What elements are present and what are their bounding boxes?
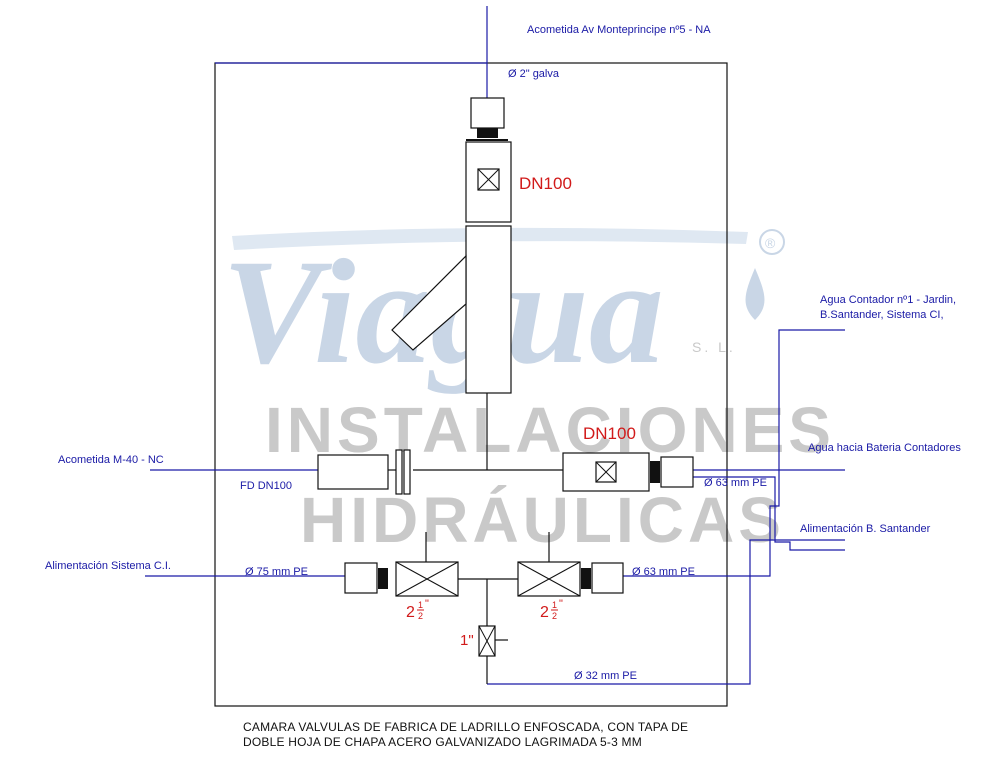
right-coupling xyxy=(660,456,694,488)
water-drop-icon xyxy=(745,268,765,320)
label-top-pipe: Ø 2" galva xyxy=(508,68,560,80)
blue-labels: Acometida Av Monteprincipe nº5 - NA Ø 2"… xyxy=(45,24,961,682)
label-left-ci: Alimentación Sistema C.I. xyxy=(45,560,171,572)
valve-left-size-inch: " xyxy=(425,598,429,610)
main-row-assembly xyxy=(317,449,694,495)
watermark: Viagua ® S. L. INSTALACIONES HIDRÁULICAS xyxy=(222,227,835,556)
lower-left-joint xyxy=(378,568,388,589)
valve-right-size-den: 2 xyxy=(552,611,557,621)
label-pe75: Ø 75 mm PE xyxy=(245,566,308,578)
label-dn100-right: DN100 xyxy=(583,424,636,443)
flange-right xyxy=(403,449,411,495)
valve-left-size-num: 1 xyxy=(418,600,423,610)
y-strainer-body xyxy=(465,225,512,394)
right-coupling-joint xyxy=(650,461,660,483)
watermark-registered: ® xyxy=(765,235,776,251)
flange-left xyxy=(395,449,403,495)
label-one-inch: 1" xyxy=(460,632,474,649)
top-valve-dn100 xyxy=(465,141,512,223)
y-strainer-branch xyxy=(391,254,467,351)
blue-pipes xyxy=(145,6,845,685)
label-right-santander: Alimentación B. Santander xyxy=(800,523,931,535)
red-labels: DN100 DN100 2 1 2 " 2 1 2 " 1" xyxy=(406,174,636,649)
caption-line1: CAMARA VALVULAS DE FABRICA DE LADRILLO E… xyxy=(243,720,688,734)
top-coupling-joint xyxy=(477,128,498,138)
valve-right-size-num: 1 xyxy=(552,600,557,610)
right-santander-pipe xyxy=(693,476,845,551)
valve-left-size-whole: 2 xyxy=(406,604,415,621)
label-dn100-top: DN100 xyxy=(519,174,572,193)
caption-line2: DOBLE HOJA DE CHAPA ACERO GALVANIZADO LA… xyxy=(243,735,642,749)
fd-dn100-meter xyxy=(317,454,389,490)
lower-right-coupling xyxy=(591,562,624,594)
label-left-supply: Acometida M-40 - NC xyxy=(58,454,164,466)
label-right-battery: Agua hacia Bateria Contadores xyxy=(808,442,961,454)
top-assembly xyxy=(391,97,512,394)
pe32-pipe xyxy=(487,539,845,685)
label-pe63-lower: Ø 63 mm PE xyxy=(632,566,695,578)
valve-right-size-whole: 2 xyxy=(540,604,549,621)
lower-right-joint xyxy=(581,568,591,589)
valve-right-size-inch: " xyxy=(559,598,563,610)
valve-left-size-den: 2 xyxy=(418,611,423,621)
top-coupling xyxy=(470,97,505,129)
watermark-line1: INSTALACIONES xyxy=(265,394,835,466)
caption: CAMARA VALVULAS DE FABRICA DE LADRILLO E… xyxy=(243,720,688,749)
watermark-line2: HIDRÁULICAS xyxy=(300,484,785,556)
label-top-supply: Acometida Av Monteprincipe nº5 - NA xyxy=(527,24,711,36)
lower-left-coupling xyxy=(344,562,378,594)
lower-row-assembly xyxy=(344,561,624,657)
label-right-counter-2: B.Santander, Sistema CI, xyxy=(820,309,944,321)
watermark-suffix: S. L. xyxy=(692,339,736,355)
watermark-registered-circle xyxy=(759,229,785,255)
label-fd-dn100: FD DN100 xyxy=(240,480,292,492)
label-pe32: Ø 32 mm PE xyxy=(574,670,637,682)
label-pe63-upper: Ø 63 mm PE xyxy=(704,477,767,489)
label-right-counter-1: Agua Contador nº1 - Jardin, xyxy=(820,294,956,306)
